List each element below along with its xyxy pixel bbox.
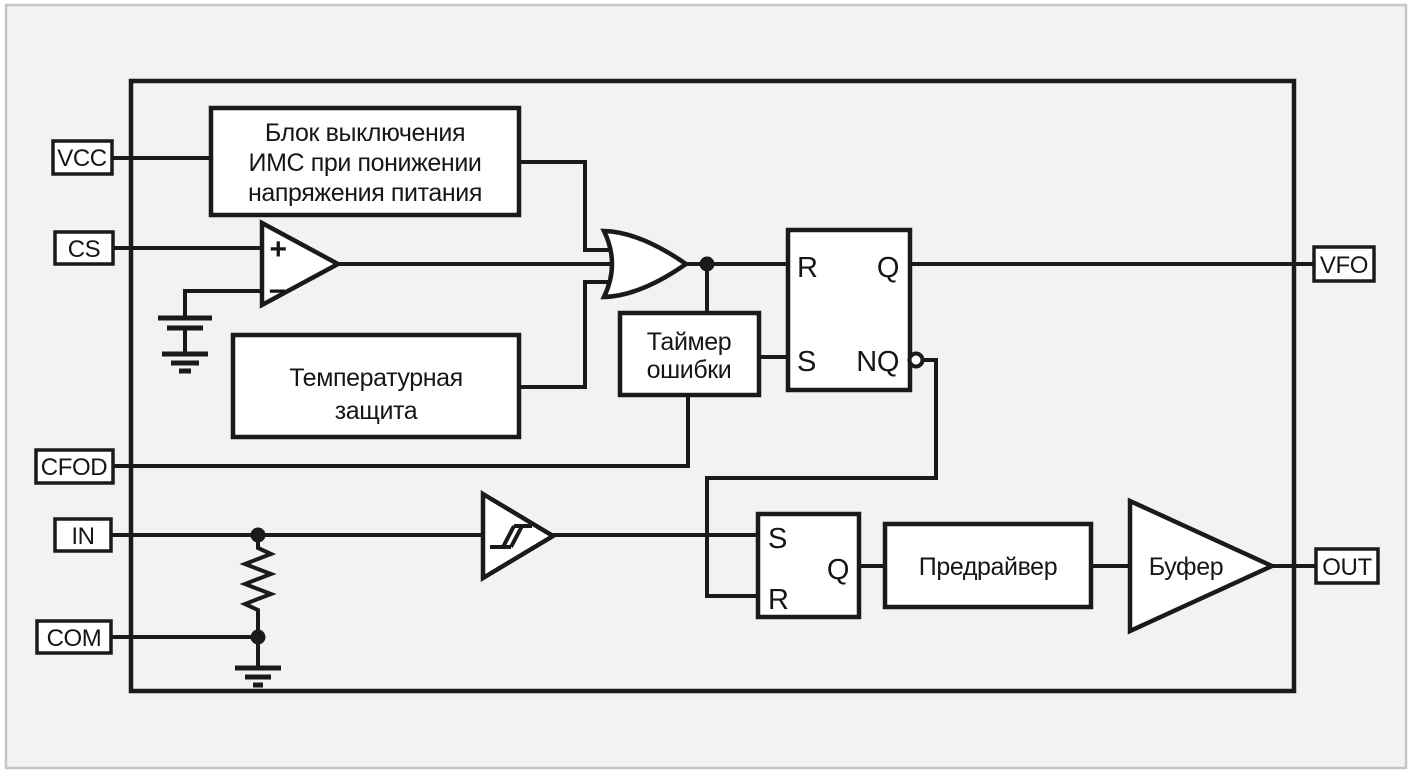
- junction-dot: [250, 629, 266, 645]
- resistor-icon: [239, 535, 277, 637]
- uvlo-label-line2: ИМС при понижении: [249, 149, 482, 177]
- fault-latch-invout-label: NQ: [856, 346, 899, 378]
- fault-latch-set-label: S: [797, 346, 816, 378]
- vcc-pin-label: VCC: [57, 145, 107, 172]
- vfo-pin-label: VFO: [1320, 252, 1368, 279]
- out-pin-label: OUT: [1322, 554, 1372, 581]
- in-pin-box: [53, 517, 113, 553]
- nq-feedback-wire: [705, 358, 938, 598]
- uvlo-label-line3: напряжения питания: [248, 179, 482, 207]
- or-gate: [600, 228, 690, 300]
- thermal-out-wire: [517, 280, 622, 389]
- thermal-protection-block: [230, 332, 522, 440]
- comparator-minus-label: −: [268, 275, 285, 308]
- vfo-pin-box: [1312, 245, 1376, 283]
- cfod-pin-label: CFOD: [41, 454, 107, 481]
- comparator-plus-label: +: [269, 233, 286, 266]
- uvlo-label-line1: Блок выключения: [265, 119, 465, 147]
- fault-latch-box: [785, 227, 913, 393]
- cfod-wire: [113, 394, 690, 468]
- current-comparator: [259, 219, 343, 309]
- thermal-label-line2: защита: [335, 397, 418, 425]
- fault-latch-out-label: Q: [877, 252, 899, 284]
- undervoltage-shutdown-block: [208, 105, 522, 218]
- com-pin-box: [35, 619, 113, 655]
- comparator-ref-wire: [183, 289, 268, 318]
- nq-inversion-bubble-icon: [907, 351, 925, 369]
- ic-boundary: [128, 78, 1297, 694]
- buffer-label: Буфер: [1149, 553, 1223, 581]
- error-timer-label-line2: ошибки: [647, 356, 732, 384]
- ground-icon-reference: [162, 351, 208, 374]
- output-latch-reset-label: R: [768, 584, 789, 616]
- hysteresis-icon: [490, 524, 532, 549]
- buffer-amplifier: [1127, 497, 1278, 635]
- uvlo-out-wire: [517, 160, 622, 252]
- in-pin-label: IN: [71, 523, 94, 550]
- error-timer-block: [617, 310, 762, 398]
- predriver-label: Предрайвер: [919, 553, 1057, 581]
- junction-dot: [250, 527, 266, 543]
- cs-pin-label: CS: [68, 236, 101, 263]
- fault-latch-reset-label: R: [797, 252, 818, 284]
- error-timer-label-line1: Таймер: [647, 328, 732, 356]
- vcc-pin-box: [51, 139, 114, 176]
- predriver-block: [882, 521, 1094, 610]
- junction-dot: [699, 256, 715, 272]
- com-pin-label: COM: [47, 625, 102, 652]
- wires: [111, 156, 1316, 639]
- out-pin-box: [1314, 547, 1380, 585]
- output-latch-box: [755, 511, 862, 620]
- cfod-pin-box: [34, 448, 115, 485]
- output-latch-set-label: S: [768, 523, 787, 555]
- thermal-label-line1: Температурная: [289, 364, 463, 392]
- output-latch-out-label: Q: [827, 554, 849, 586]
- cs-pin-box: [53, 230, 115, 266]
- reference-source-icon: [158, 315, 212, 352]
